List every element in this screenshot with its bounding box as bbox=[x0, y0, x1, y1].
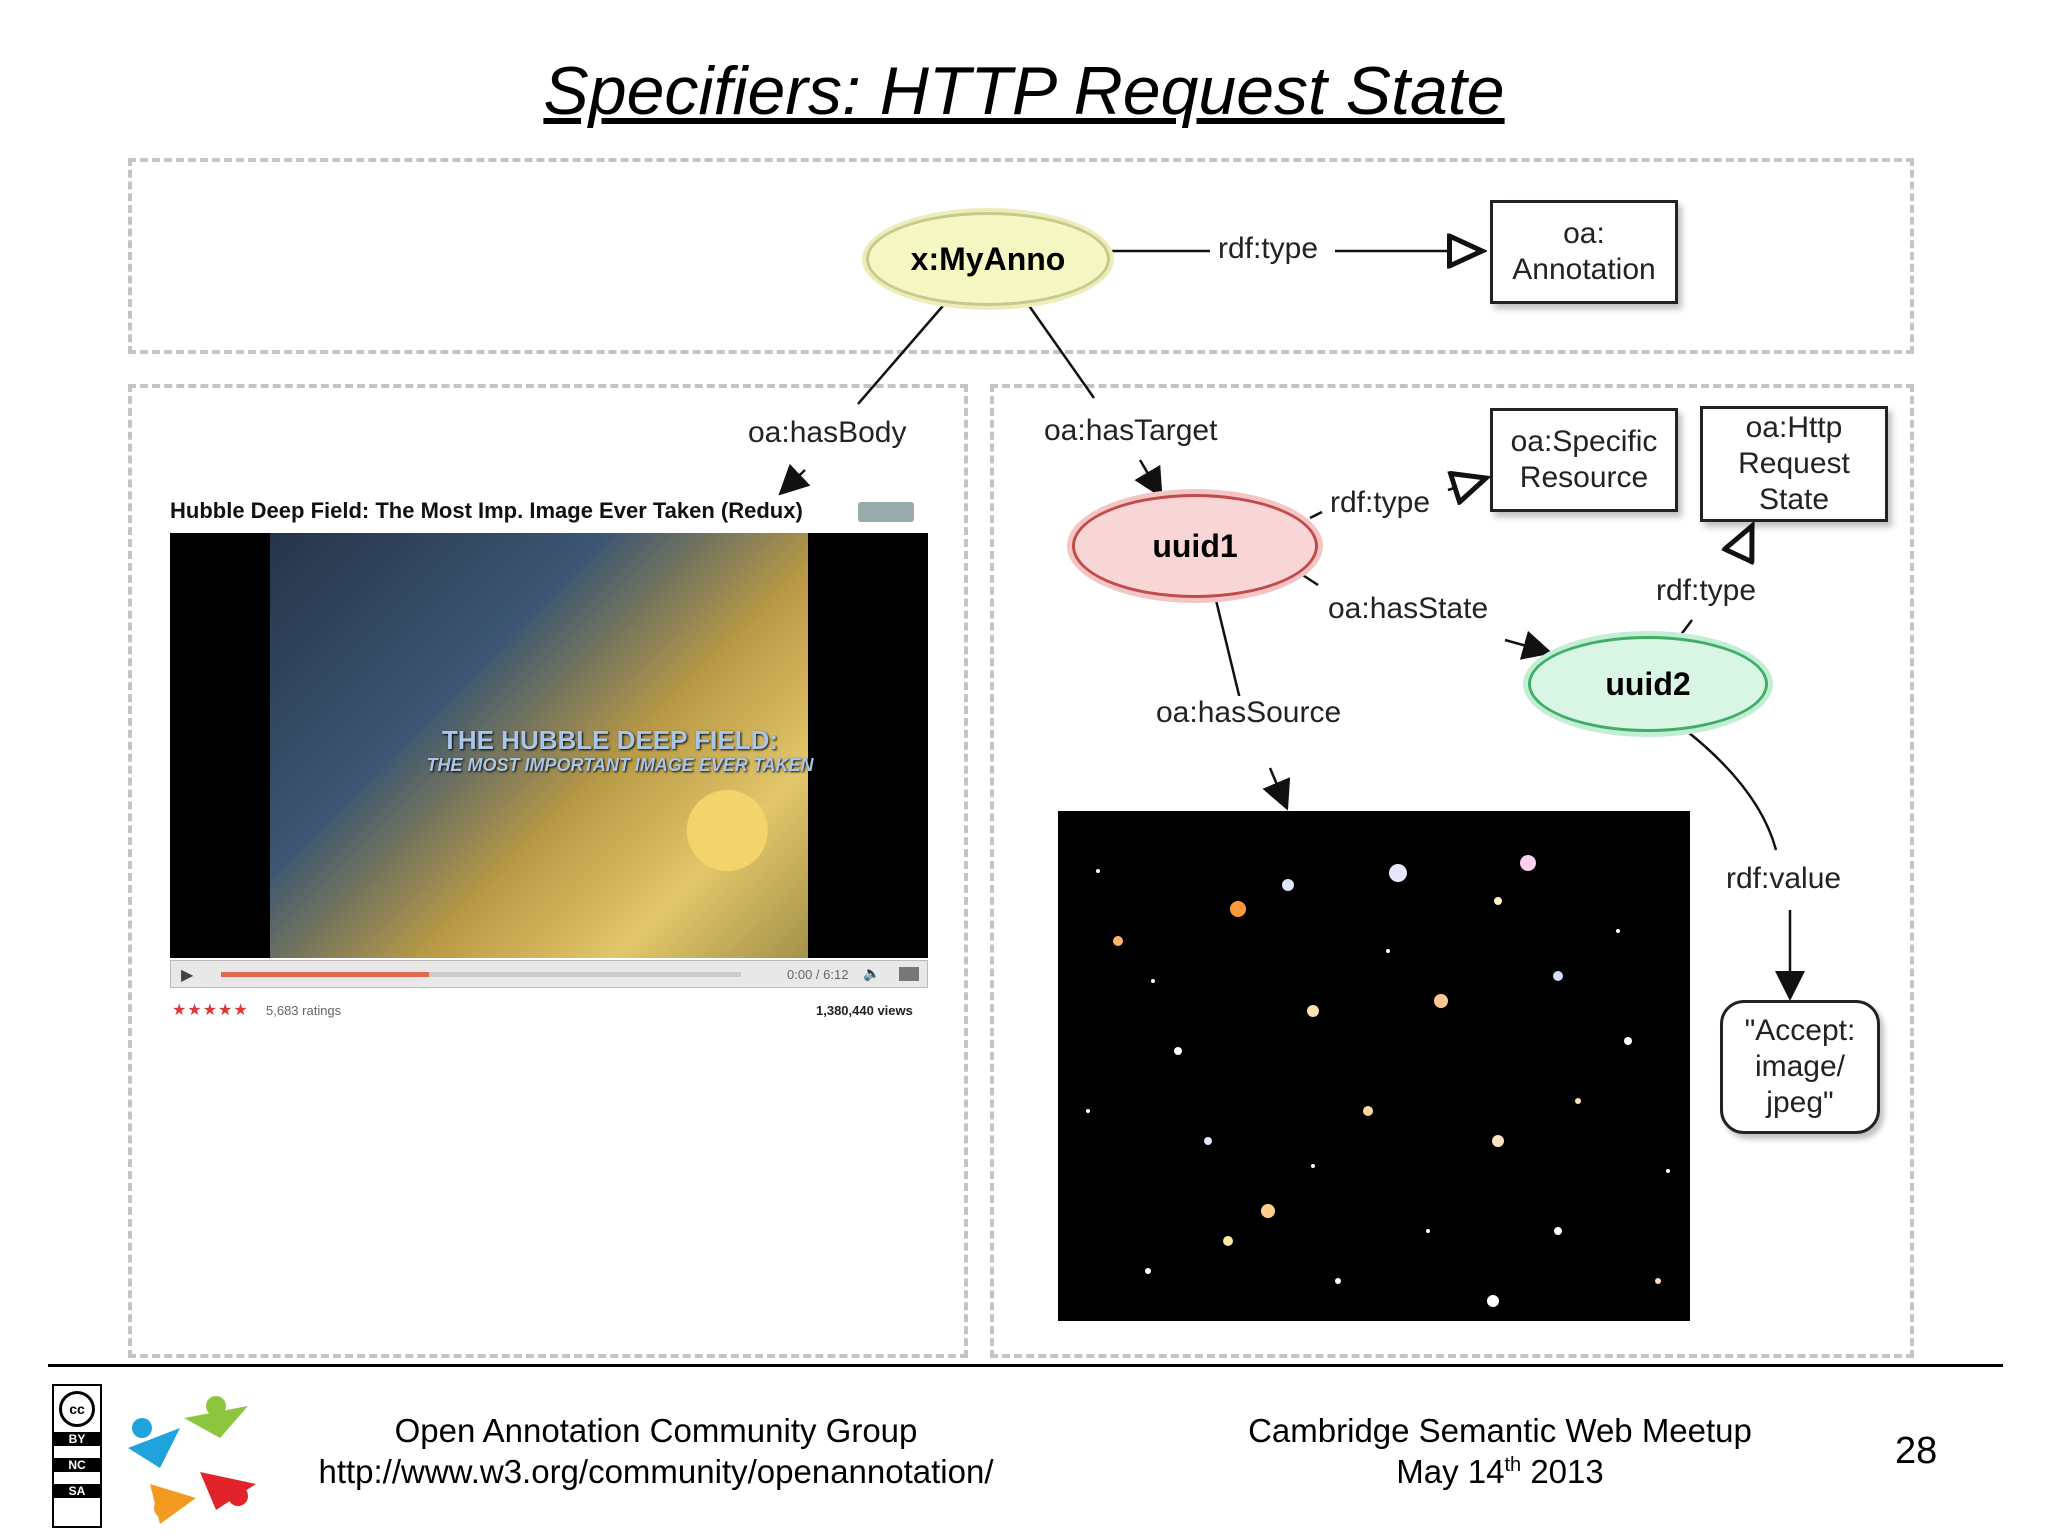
label-has-body: oa:hasBody bbox=[748, 416, 907, 450]
video-buffered bbox=[221, 972, 429, 977]
label-rdf-type-3: rdf:type bbox=[1656, 574, 1757, 608]
label-rdf-type-2: rdf:type bbox=[1330, 486, 1431, 520]
cc-icon: cc bbox=[59, 1391, 95, 1427]
node-uuid1: uuid1 bbox=[1072, 494, 1318, 598]
slide-title: Specifiers: HTTP Request State bbox=[543, 53, 1505, 129]
video-player[interactable]: THE HUBBLE DEEP FIELD: THE MOST IMPORTAN… bbox=[170, 533, 928, 958]
edge-uuid2-type bbox=[1679, 526, 1752, 637]
video-controls: ▶ 0:00 / 6:12 🔈 bbox=[170, 960, 928, 988]
node-uuid2: uuid2 bbox=[1528, 636, 1768, 732]
footer-date-sup: th bbox=[1504, 1454, 1522, 1476]
node-myanno: x:MyAnno bbox=[866, 212, 1110, 306]
footer-divider bbox=[48, 1364, 2003, 1367]
video-ratings: 5,683 ratings bbox=[266, 1003, 342, 1018]
footer-date: May 14th 2013 bbox=[1200, 1453, 1800, 1491]
video-views: 1,380,440 views bbox=[816, 1003, 913, 1018]
fullscreen-icon[interactable] bbox=[899, 967, 919, 981]
video-overlay-title: THE HUBBLE DEEP FIELD: bbox=[441, 725, 779, 755]
edge-uuid1-type bbox=[1309, 478, 1486, 520]
footer-date-suffix: 2013 bbox=[1521, 1453, 1604, 1490]
deep-field-galaxies bbox=[1086, 855, 1670, 1307]
logo-arm-blue bbox=[128, 1428, 180, 1468]
rating-stars: ★★★★★ bbox=[172, 1002, 249, 1019]
volume-icon[interactable]: 🔈 bbox=[863, 965, 881, 981]
label-rdf-value: rdf:value bbox=[1726, 862, 1842, 896]
cc-sa-label: SA bbox=[54, 1484, 100, 1498]
open-annotation-logo bbox=[128, 1396, 256, 1524]
left-region bbox=[128, 384, 968, 1358]
cc-by-label: BY bbox=[54, 1432, 100, 1446]
logo-arm-red bbox=[200, 1472, 256, 1510]
footer-event: Cambridge Semantic Web Meetup bbox=[1248, 1412, 1752, 1449]
video-progress[interactable] bbox=[221, 972, 741, 977]
video-title: Hubble Deep Field: The Most Imp. Image E… bbox=[170, 498, 803, 523]
cc-license-badge: cc BY NC SA bbox=[52, 1384, 102, 1528]
page-number: 28 bbox=[1895, 1430, 1938, 1472]
video-overlay-subtitle: THE MOST IMPORTANT IMAGE EVER TAKEN bbox=[426, 755, 814, 775]
video-time: 0:00 / 6:12 bbox=[787, 967, 849, 982]
label-has-target: oa:hasTarget bbox=[1044, 414, 1218, 448]
top-region bbox=[128, 158, 1914, 354]
node-specific-resource: oa:Specific Resource bbox=[1490, 408, 1678, 512]
video-share-icon[interactable] bbox=[858, 502, 914, 522]
label-has-state: oa:hasState bbox=[1328, 592, 1489, 626]
video-artwork bbox=[270, 533, 808, 958]
label-has-source: oa:hasSource bbox=[1156, 696, 1342, 730]
logo-figure-green bbox=[206, 1396, 226, 1416]
right-region bbox=[990, 384, 1914, 1358]
edge-hasbody bbox=[782, 299, 949, 492]
cc-nc-label: NC bbox=[54, 1458, 100, 1472]
footer-url[interactable]: http://www.w3.org/community/openannotati… bbox=[318, 1453, 994, 1490]
logo-arm-orange bbox=[150, 1484, 196, 1524]
footer-date-prefix: May 14 bbox=[1396, 1453, 1505, 1490]
footer-org: Open Annotation Community Group bbox=[394, 1412, 918, 1449]
node-accept-literal: "Accept: image/ jpeg" bbox=[1720, 1000, 1880, 1134]
hubble-deep-field-image bbox=[1058, 811, 1690, 1321]
logo-arm-green bbox=[184, 1406, 248, 1438]
edge-hastarget bbox=[1023, 299, 1160, 494]
logo-figure-blue bbox=[132, 1418, 152, 1438]
label-rdf-type-1: rdf:type bbox=[1218, 232, 1319, 266]
node-oa-annotation: oa: Annotation bbox=[1490, 200, 1678, 304]
play-icon[interactable]: ▶ bbox=[181, 967, 194, 984]
node-http-request-state: oa:Http Request State bbox=[1700, 406, 1888, 522]
edge-rdfvalue bbox=[1687, 731, 1790, 996]
